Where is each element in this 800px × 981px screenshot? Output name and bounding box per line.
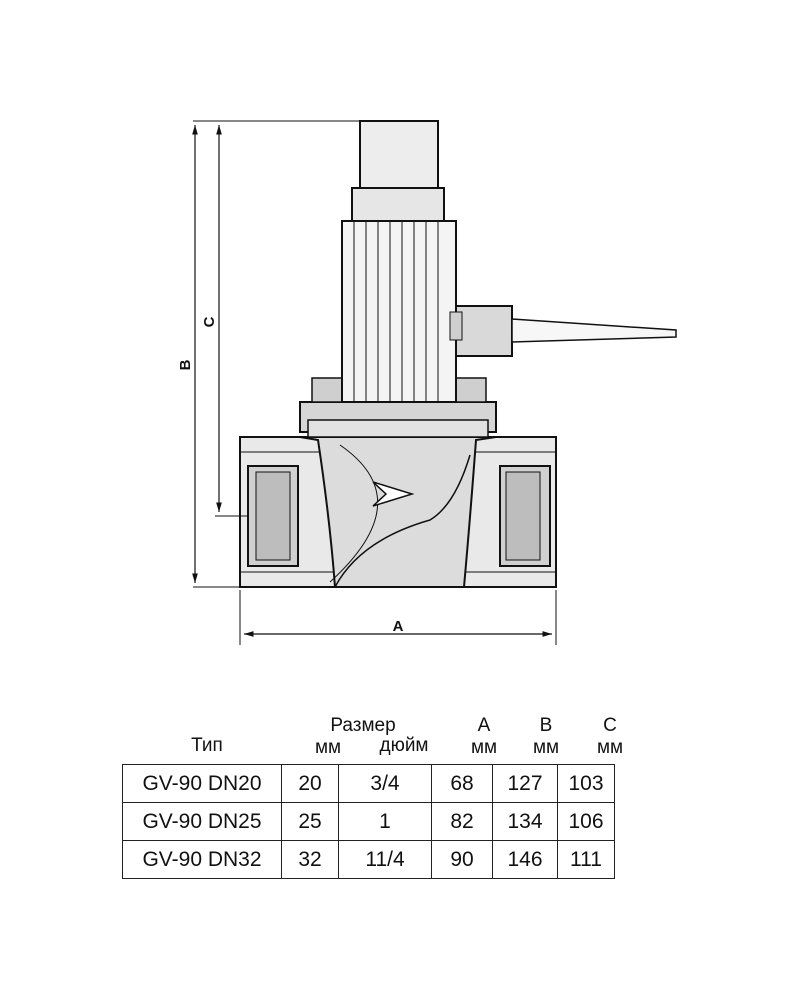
- header-mm: мм: [314, 737, 342, 758]
- header-size: Размер: [330, 715, 396, 736]
- cell-type: GV-90 DN25: [122, 802, 282, 841]
- cell-mm: 25: [281, 802, 339, 841]
- header-inch: дюйм: [379, 735, 429, 756]
- dimension-a: A: [239, 590, 557, 645]
- cell-mm: 32: [281, 840, 339, 879]
- cell-b: 146: [492, 840, 558, 879]
- cell-mm: 20: [281, 764, 339, 803]
- header-a: A: [477, 715, 491, 736]
- dimension-a-label: A: [393, 618, 404, 635]
- table-row: GV-90 DN32 32 11/4 90 146 111: [122, 840, 615, 879]
- cell-c: 103: [557, 764, 615, 803]
- header-b-unit: мм: [532, 737, 560, 758]
- header-c-unit: мм: [596, 737, 624, 758]
- cell-b: 134: [492, 802, 558, 841]
- cell-inch: 1: [338, 802, 432, 841]
- cell-type: GV-90 DN20: [122, 764, 282, 803]
- cell-b: 127: [492, 764, 558, 803]
- header-c: C: [603, 715, 617, 736]
- dimension-b-label: B: [177, 359, 194, 370]
- valve-body: [239, 120, 677, 588]
- dimension-b: B: [177, 120, 360, 588]
- valve-drawing: B C A: [177, 120, 677, 645]
- header-type: Тип: [191, 735, 223, 756]
- cell-inch: 11/4: [338, 840, 432, 879]
- dimension-c-label: C: [201, 316, 218, 327]
- cell-a: 68: [431, 764, 493, 803]
- cell-c: 111: [557, 840, 615, 879]
- table-row: GV-90 DN20 20 3/4 68 127 103: [122, 764, 615, 803]
- table-row: GV-90 DN25 25 1 82 134 106: [122, 802, 615, 841]
- cell-inch: 3/4: [338, 764, 432, 803]
- header-b: B: [539, 715, 553, 736]
- cell-type: GV-90 DN32: [122, 840, 282, 879]
- spec-table: GV-90 DN20 20 3/4 68 127 103 GV-90 DN25 …: [122, 764, 615, 879]
- header-a-unit: мм: [470, 737, 498, 758]
- cell-c: 106: [557, 802, 615, 841]
- dimension-c: C: [201, 125, 248, 517]
- cell-a: 82: [431, 802, 493, 841]
- cell-a: 90: [431, 840, 493, 879]
